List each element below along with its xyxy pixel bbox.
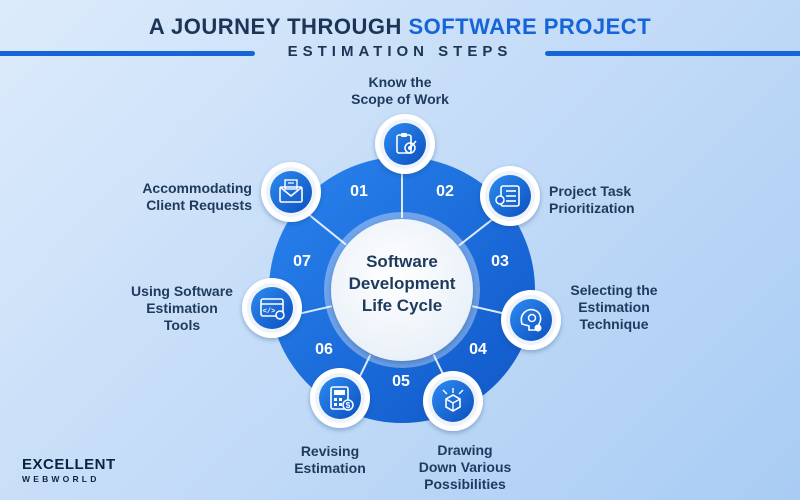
step-label-01: Know the Scope of Work [320, 74, 480, 108]
step-node-03 [501, 290, 561, 350]
step-node-06: </> [242, 278, 302, 338]
step-number-05: 05 [392, 373, 410, 390]
step-label-05: Revising Estimation [275, 443, 385, 477]
mail-icon [279, 179, 303, 203]
step-label-03-line-1: Selecting the [570, 282, 658, 298]
cube-network-icon [442, 388, 464, 412]
step-label-02-line-2: Prioritization [549, 200, 635, 216]
logo-line-2: WEBWORLD [22, 474, 100, 484]
page-subtitle: ESTIMATION STEPS [287, 43, 513, 60]
clipboard-target-icon [396, 133, 417, 154]
task-list-icon [495, 185, 520, 207]
calculator-icon: $ [330, 386, 354, 411]
step-numbers: 01 02 03 04 05 06 07 [293, 183, 509, 390]
step-label-04-line-2: Down Various [418, 459, 512, 475]
title-bar-right [545, 51, 800, 56]
step-number-04: 04 [469, 341, 487, 358]
svg-text:</>: </> [263, 308, 276, 316]
title-strong: SOFTWARE PROJECT [408, 14, 652, 39]
step-label-03-line-3: Technique [579, 316, 649, 332]
step-number-03: 03 [491, 253, 509, 270]
step-label-06-line-1: Using Software [131, 283, 233, 299]
step-label-07-line-2: Client Requests [146, 197, 252, 213]
brand-logo: EXCELLENT WEBWORLD [22, 456, 116, 484]
step-nodes: $ </> [242, 114, 561, 431]
page-title: A JOURNEY THROUGH SOFTWARE PROJECT [0, 14, 800, 40]
step-label-03: Selecting the Estimation Technique [560, 282, 668, 333]
step-label-04-line-3: Possibilities [424, 476, 506, 492]
center-line-3: Life Cycle [362, 296, 442, 315]
step-number-06: 06 [315, 341, 333, 358]
step-number-02: 02 [436, 183, 454, 200]
svg-text:$: $ [346, 401, 351, 410]
title-bar-left [0, 51, 255, 56]
logo-line-1: EXCELLENT [22, 456, 116, 473]
title-prefix: A JOURNEY THROUGH [148, 14, 409, 39]
step-label-06-line-2: Estimation [146, 300, 218, 316]
step-node-07 [261, 162, 321, 222]
step-number-07: 07 [293, 253, 311, 270]
step-label-02-line-1: Project Task [549, 183, 632, 199]
center-circle [331, 219, 473, 361]
brain-gear-icon [520, 308, 542, 332]
title-band [0, 41, 800, 65]
step-label-06-line-3: Tools [163, 317, 201, 333]
step-label-07-line-1: Accommodating [142, 180, 252, 196]
step-label-02: Project Task Prioritization [549, 183, 689, 217]
step-node-05: $ [310, 368, 370, 428]
browser-code-icon: </> [260, 298, 285, 320]
step-label-03-line-2: Estimation [578, 299, 650, 315]
step-label-04-line-1: Drawing [437, 442, 493, 458]
step-node-02 [480, 166, 540, 226]
step-number-01: 01 [350, 183, 368, 200]
center-line-2: Development [349, 274, 456, 293]
step-node-01 [375, 114, 435, 174]
step-node-04 [423, 371, 483, 431]
step-label-05-line-1: Revising [300, 443, 360, 459]
step-label-01-line-1: Know the [368, 74, 432, 90]
center-line-1: Software [366, 252, 438, 271]
step-label-01-line-2: Scope of Work [351, 91, 449, 107]
step-label-06: Using Software Estimation Tools [118, 283, 246, 334]
step-label-07: Accommodating Client Requests [100, 180, 252, 214]
step-label-05-line-2: Estimation [294, 460, 366, 476]
step-label-04: Drawing Down Various Possibilities [410, 442, 520, 493]
